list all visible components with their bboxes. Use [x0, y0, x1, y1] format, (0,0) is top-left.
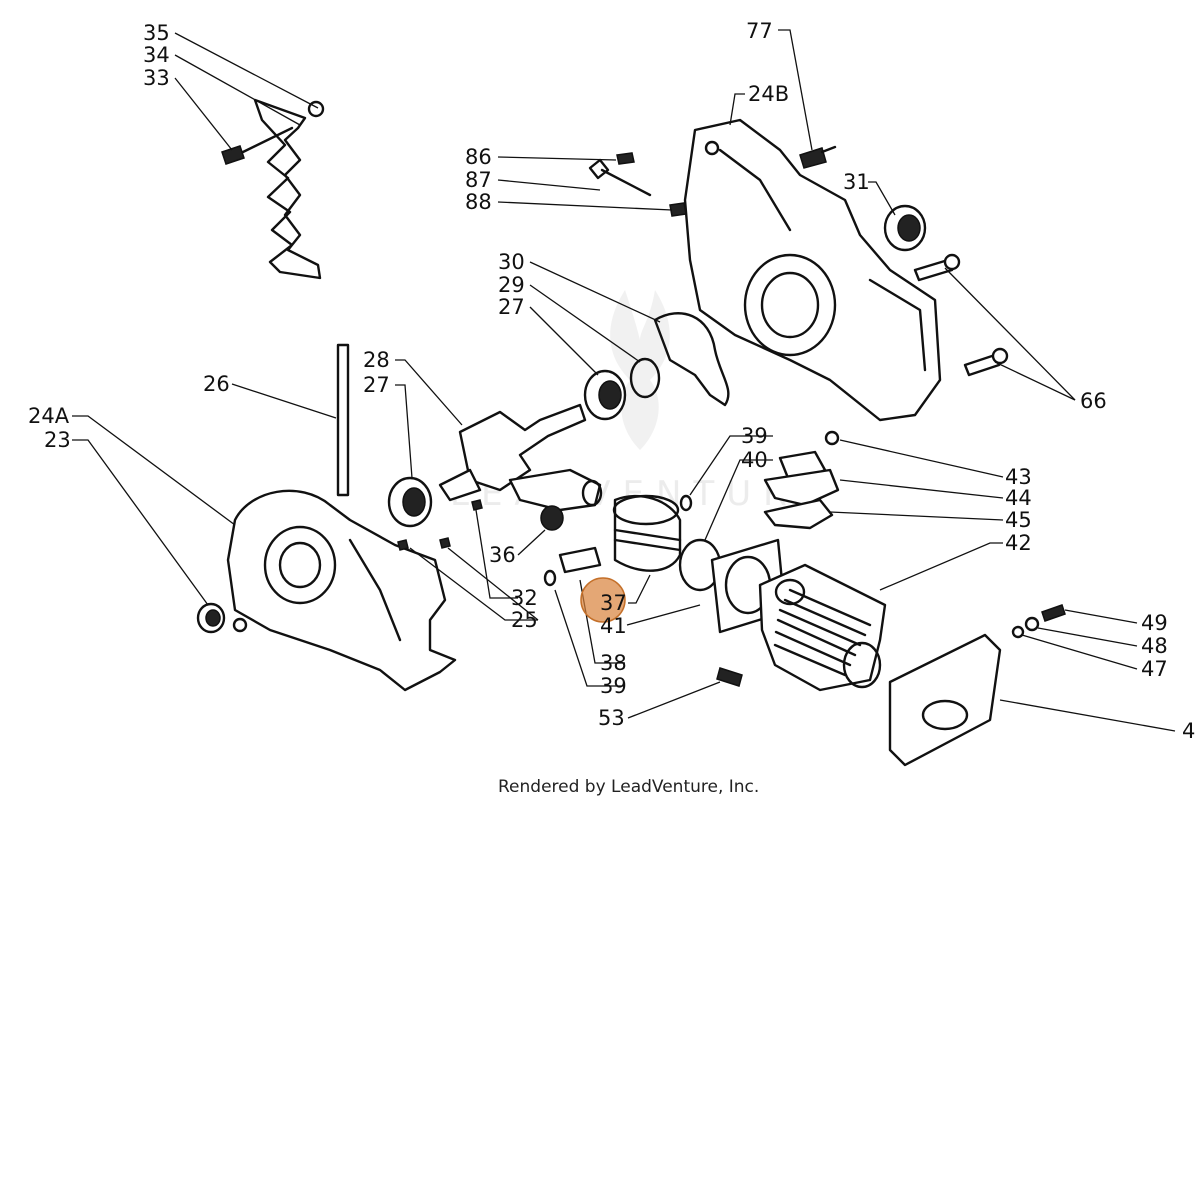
- pins-25: [397, 537, 451, 551]
- needle-bearing-36: [540, 505, 564, 531]
- selected-callout-highlight: [580, 577, 626, 623]
- circlip-39-lower: [543, 569, 557, 587]
- callout-27-upper[interactable]: 27: [498, 295, 525, 319]
- cylinder: [758, 563, 887, 692]
- callout-39-lower[interactable]: 39: [600, 674, 627, 698]
- callout-49[interactable]: 49: [1141, 611, 1168, 635]
- bearing-27-upper: [583, 369, 627, 421]
- callout-45[interactable]: 45: [1005, 508, 1032, 532]
- crankcase-right-half: [683, 118, 942, 422]
- dowel-32: [471, 499, 483, 511]
- callout-34[interactable]: 34: [143, 43, 170, 67]
- callout-46-partial[interactable]: 4: [1182, 719, 1195, 743]
- callout-36[interactable]: 36: [489, 543, 516, 567]
- callout-38[interactable]: 38: [600, 651, 627, 675]
- bearing-27-lower: [387, 476, 433, 528]
- render-credit: Rendered by LeadVenture, Inc.: [498, 777, 759, 797]
- screws-66: [913, 253, 1009, 377]
- callout-39-upper[interactable]: 39: [741, 424, 768, 448]
- callout-77[interactable]: 77: [746, 19, 773, 43]
- crankshaft: [438, 403, 603, 512]
- callout-labels: 35 34 33 77 24B 31 86 87 88 30 29 27 66 …: [28, 19, 1195, 743]
- callout-48[interactable]: 48: [1141, 634, 1168, 658]
- callout-43[interactable]: 43: [1005, 465, 1032, 489]
- callout-37[interactable]: 37: [600, 591, 627, 615]
- callout-29[interactable]: 29: [498, 273, 525, 297]
- piston: [612, 494, 682, 572]
- callout-47[interactable]: 47: [1141, 657, 1168, 681]
- callout-23[interactable]: 23: [44, 428, 71, 452]
- gasket-30: [653, 312, 730, 407]
- circlip-39-upper: [679, 494, 693, 512]
- callout-44[interactable]: 44: [1005, 486, 1032, 510]
- piston-pin-38: [558, 546, 602, 574]
- callout-27-lower[interactable]: 27: [363, 373, 390, 397]
- bolt-53: [716, 667, 743, 687]
- callout-24a[interactable]: 24A: [28, 404, 70, 428]
- crankcase-left-half: [226, 489, 457, 692]
- intake-boot: [763, 430, 840, 530]
- callout-88[interactable]: 88: [465, 190, 492, 214]
- callout-66[interactable]: 66: [1080, 389, 1107, 413]
- bumper-spike: [221, 98, 325, 280]
- callout-31[interactable]: 31: [843, 170, 870, 194]
- screw-set-86-88: [588, 152, 687, 217]
- callout-35[interactable]: 35: [143, 21, 170, 45]
- callout-86[interactable]: 86: [465, 145, 492, 169]
- callout-42[interactable]: 42: [1005, 531, 1032, 555]
- callout-53[interactable]: 53: [598, 706, 625, 730]
- callout-26[interactable]: 26: [203, 372, 230, 396]
- snap-ring-29: [629, 357, 661, 399]
- watermark-logo: [610, 290, 670, 450]
- plug-23: [196, 602, 226, 634]
- bolts-47-49: [1011, 604, 1066, 639]
- callout-87[interactable]: 87: [465, 168, 492, 192]
- callout-24b[interactable]: 24B: [748, 82, 789, 106]
- callout-28[interactable]: 28: [363, 348, 390, 372]
- oil-seal: [883, 204, 927, 252]
- tube-26: [336, 343, 350, 497]
- callout-41[interactable]: 41: [600, 614, 627, 638]
- callout-25[interactable]: 25: [511, 608, 538, 632]
- callout-40[interactable]: 40: [741, 448, 768, 472]
- callout-32[interactable]: 32: [511, 586, 538, 610]
- muffler-cover: [888, 633, 1002, 767]
- callout-33[interactable]: 33: [143, 66, 170, 90]
- callout-30[interactable]: 30: [498, 250, 525, 274]
